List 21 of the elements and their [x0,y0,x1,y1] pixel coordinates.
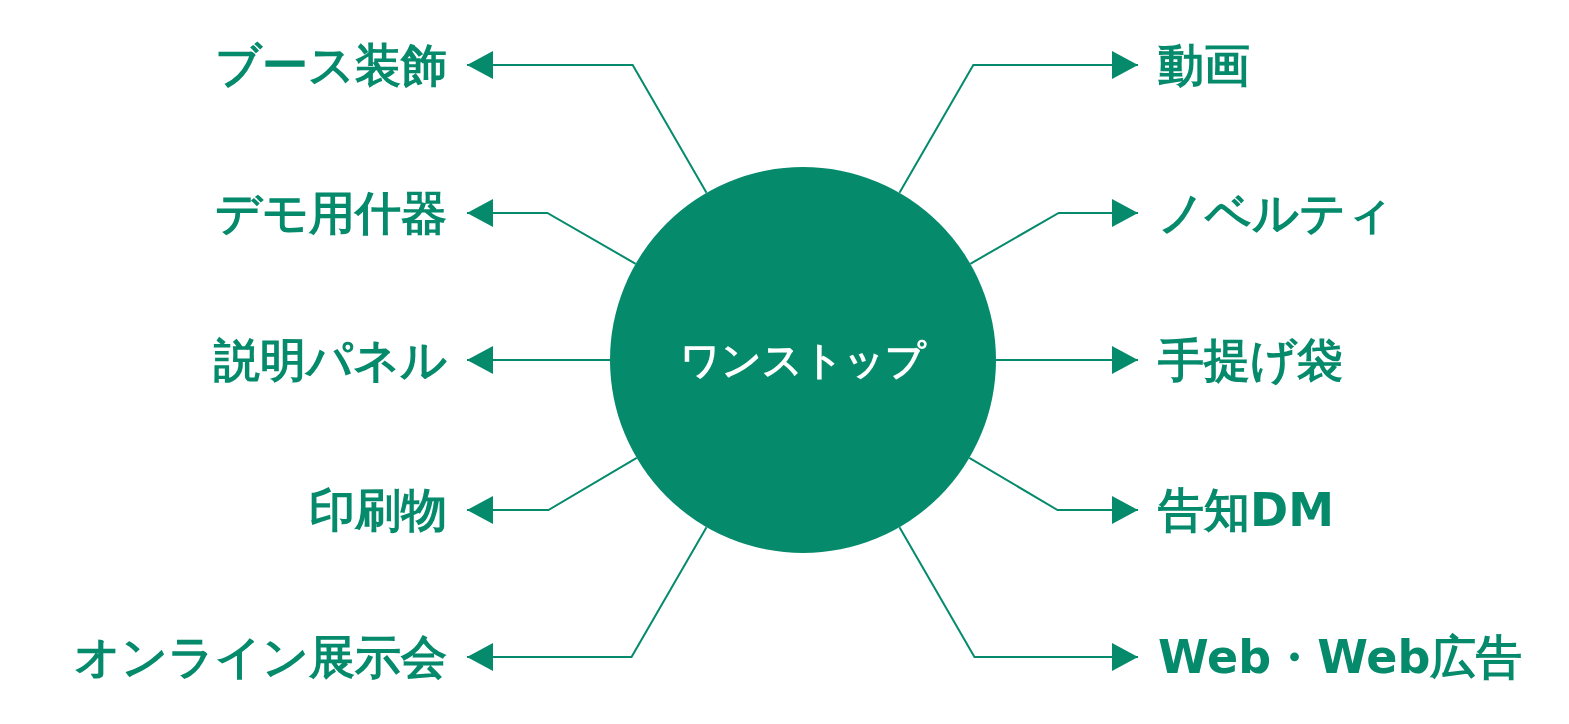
item-label: 説明パネル [214,328,467,392]
item-label: 手提げ袋 [1138,328,1343,392]
item-label: ノベルティ [1138,181,1393,245]
hub-circle: ワンストップ [610,167,996,553]
arrow [466,199,637,265]
arrow [995,346,1139,374]
arrow [466,346,611,374]
item-label: オンライン展示会 [74,625,467,689]
arrow [898,51,1139,194]
arrow [898,526,1139,671]
arrow [466,51,708,194]
item-label: デモ用什器 [215,181,467,245]
arrow [968,457,1139,524]
arrow [466,457,638,524]
item-label: ブース装飾 [215,33,467,97]
item-label: Web・Web広告 [1138,625,1523,689]
item-label: 告知DM [1138,478,1334,542]
arrow [466,526,708,671]
item-label: 動画 [1138,33,1250,97]
arrow [969,199,1139,265]
item-label: 印刷物 [309,478,467,542]
